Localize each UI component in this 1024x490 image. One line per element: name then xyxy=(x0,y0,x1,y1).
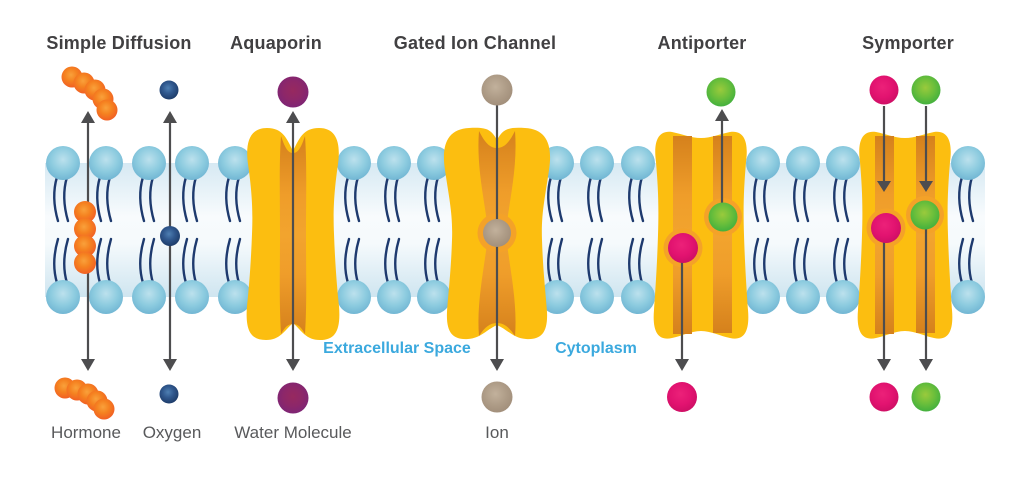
label-ion: Ion xyxy=(485,423,509,442)
hormone-molecule-in-membrane xyxy=(74,201,96,274)
label-extracellular-space: Extracellular Space xyxy=(323,340,471,357)
symporter-pink-solute-bottom xyxy=(869,382,899,412)
oxygen-molecule-bottom xyxy=(159,384,179,404)
symporter-protein xyxy=(857,131,953,339)
ion-top xyxy=(481,74,513,106)
phospholipid xyxy=(46,146,80,223)
phospholipid xyxy=(826,237,860,314)
phospholipid xyxy=(46,237,80,314)
phospholipid xyxy=(951,146,985,223)
phospholipid xyxy=(132,237,166,314)
ion-in-channel xyxy=(483,219,511,247)
phospholipid xyxy=(377,146,411,223)
transport-arrows xyxy=(81,100,933,371)
hormone-molecule-top xyxy=(61,66,118,121)
antiporter-pink-arrow xyxy=(675,248,689,371)
phospholipid xyxy=(540,237,574,314)
water-molecule-bottom xyxy=(277,382,309,414)
antiporter-pink-solute-bottom xyxy=(667,382,697,412)
phospholipid-bilayer xyxy=(46,146,985,314)
phospholipid xyxy=(132,146,166,223)
symporter-pink-solute-in-channel xyxy=(871,213,901,243)
phospholipid xyxy=(786,237,820,314)
label-water-molecule: Water Molecule xyxy=(234,423,352,442)
molecules xyxy=(54,66,941,420)
title-gated-ion-channel: Gated Ion Channel xyxy=(393,33,557,53)
antiporter-pink-solute-in-channel xyxy=(668,233,698,263)
phospholipid xyxy=(175,146,209,223)
symporter-green-solute-in-channel xyxy=(910,200,940,230)
label-cytoplasm: Cytoplasm xyxy=(555,340,637,357)
symporter-green-solute-bottom xyxy=(911,382,941,412)
antiporter-protein xyxy=(653,131,749,339)
label-oxygen: Oxygen xyxy=(142,423,202,442)
symporter-green-arrow xyxy=(919,106,933,371)
symporter-green-solute-top xyxy=(911,75,941,105)
oxygen-molecule-top xyxy=(159,80,179,100)
phospholipid xyxy=(218,146,252,223)
phospholipid xyxy=(175,237,209,314)
phospholipid xyxy=(746,146,780,223)
phospholipid xyxy=(89,237,123,314)
phospholipid xyxy=(746,237,780,314)
phospholipid xyxy=(377,237,411,314)
phospholipid xyxy=(417,237,451,314)
title-symporter: Symporter xyxy=(862,33,954,53)
label-hormone: Hormone xyxy=(51,423,121,442)
symporter-pink-arrow xyxy=(877,106,891,371)
phospholipid xyxy=(89,146,123,223)
phospholipid xyxy=(951,237,985,314)
title-antiporter: Antiporter xyxy=(657,33,747,53)
phospholipid xyxy=(786,146,820,223)
antiporter-green-arrow xyxy=(715,109,729,217)
antiporter-green-solute-in-channel xyxy=(708,202,738,232)
ion-bottom xyxy=(481,381,513,413)
phospholipid xyxy=(218,237,252,314)
phospholipid xyxy=(337,237,371,314)
phospholipid xyxy=(337,146,371,223)
phospholipid xyxy=(417,146,451,223)
symporter-pink-solute-top xyxy=(869,75,899,105)
phospholipid xyxy=(621,237,655,314)
water-molecule-top xyxy=(277,76,309,108)
hormone-molecule-bottom xyxy=(54,377,115,420)
phospholipid xyxy=(580,237,614,314)
phospholipid xyxy=(826,146,860,223)
phospholipid xyxy=(580,146,614,223)
title-aquaporin: Aquaporin xyxy=(230,33,322,53)
oxygen-molecule-in-membrane xyxy=(160,226,180,246)
phospholipid xyxy=(621,146,655,223)
antiporter-green-solute-top xyxy=(706,77,736,107)
title-simple-diffusion: Simple Diffusion xyxy=(46,33,192,53)
aquaporin-arrow xyxy=(286,111,300,371)
